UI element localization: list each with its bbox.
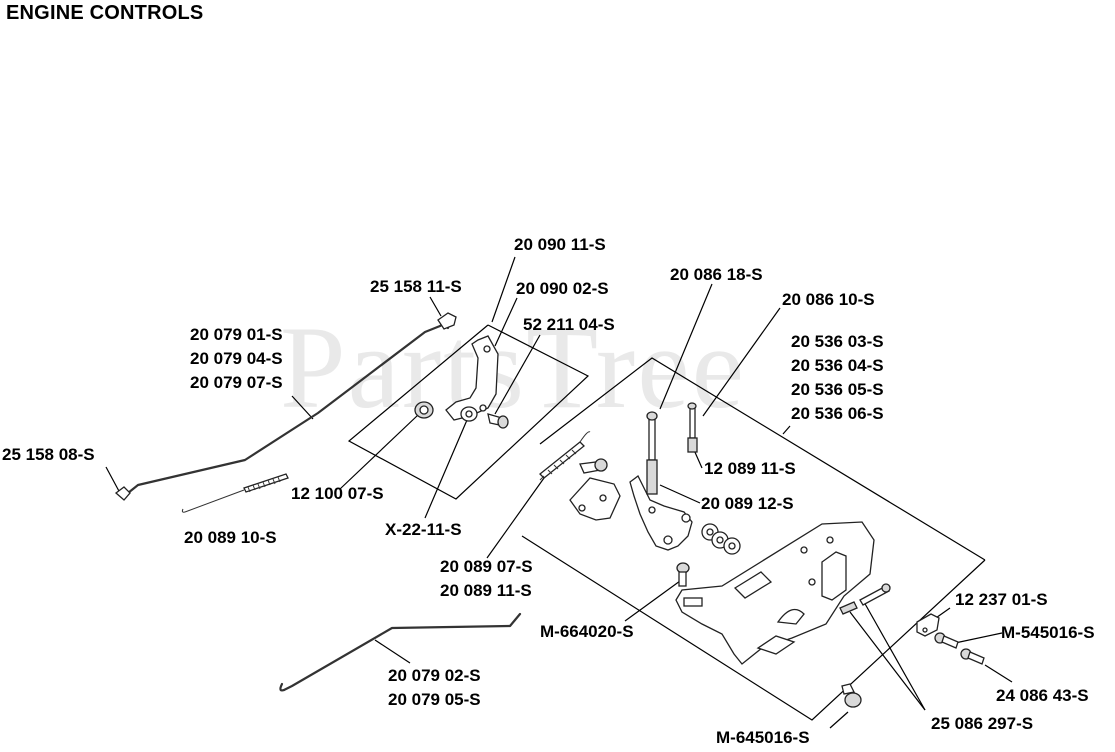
- label-m-645016: M-645016-S: [716, 728, 810, 747]
- control-panel-bracket: [675, 521, 875, 665]
- label-25-158-11: 25 158 11-S: [370, 277, 462, 296]
- lever-assembly-outline: [347, 324, 590, 500]
- washer-stack: [701, 523, 741, 555]
- label-m-545016: M-545016-S: [1001, 623, 1095, 642]
- label-20-090-02: 20 090 02-S: [516, 279, 609, 298]
- label-20-089-10: 20 089 10-S: [184, 528, 277, 547]
- screw-clamp: [934, 632, 959, 649]
- label-52-211-04: 52 211 04-S: [523, 315, 615, 334]
- spring-pair: [839, 583, 891, 615]
- label-20-536-series: 20 536 03-S 20 536 04-S 20 536 05-S 20 5…: [791, 332, 884, 423]
- governor-bracket: [569, 458, 621, 521]
- throttle-rod-lower: [279, 612, 522, 692]
- label-25-086-297: 25 086 297-S: [931, 714, 1034, 733]
- shoulder-bolt: [487, 413, 509, 429]
- label-12-237-01: 12 237 01-S: [955, 590, 1048, 609]
- return-spring: [539, 431, 591, 481]
- compression-spring-large: [646, 459, 658, 495]
- leader-lines: [105, 256, 1013, 729]
- bolt-mount: [841, 683, 862, 708]
- cable-clamp: [916, 613, 940, 637]
- label-20-086-18: 20 086 18-S: [670, 265, 763, 284]
- label-25-158-08: 25 158 08-S: [2, 445, 95, 464]
- choke-spring: [181, 473, 289, 513]
- label-20-089-12: 20 089 12-S: [701, 494, 794, 513]
- compression-spring-small: [687, 437, 698, 453]
- control-lever: [629, 475, 693, 551]
- label-12-089-11: 12 089 11-S: [704, 459, 796, 478]
- label-20-079-rod-lower: 20 079 02-S 20 079 05-S: [388, 666, 481, 709]
- screw-pivot: [676, 562, 690, 587]
- spacer-bushing: [414, 401, 434, 419]
- screw-long: [646, 411, 658, 461]
- screw-short: [687, 402, 697, 439]
- page-title: ENGINE CONTROLS: [6, 2, 204, 24]
- screw-hex: [960, 648, 985, 665]
- throttle-lever: [445, 335, 499, 421]
- label-20-086-10: 20 086 10-S: [782, 290, 875, 309]
- label-m-664020: M-664020-S: [540, 622, 634, 641]
- label-20-079-rod-upper: 20 079 01-S 20 079 04-S 20 079 07-S: [190, 325, 283, 392]
- label-20-089-07-11: 20 089 07-S 20 089 11-S: [440, 557, 533, 600]
- control-panel-outline: [521, 357, 986, 721]
- label-20-090-11: 20 090 11-S: [514, 235, 606, 254]
- washer: [460, 406, 478, 422]
- throttle-rod-upper: [126, 323, 450, 495]
- label-24-086-43: 24 086 43-S: [996, 686, 1089, 705]
- label-12-100-07: 12 100 07-S: [291, 484, 384, 503]
- label-x-22-11: X-22-11-S: [385, 520, 462, 539]
- rod-clip-lower: [114, 486, 131, 501]
- rod-clip-upper: [437, 312, 457, 330]
